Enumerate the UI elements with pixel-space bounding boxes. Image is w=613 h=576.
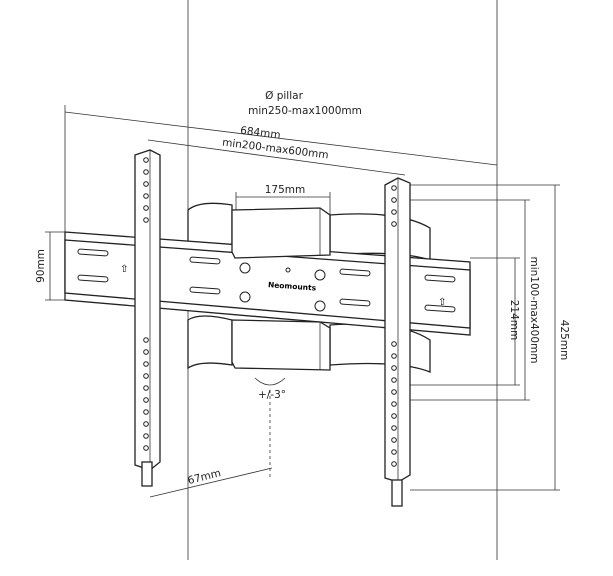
horizontal-rail: Neomounts ⇧ ⇧ (64, 231, 471, 336)
arm-hole (143, 217, 149, 223)
arm-hole (391, 401, 397, 407)
arm-hole (391, 425, 397, 431)
arm-hole (143, 409, 149, 415)
arm-hole (143, 385, 149, 391)
dimension-lines (45, 105, 560, 498)
overall-width-label: 684mm (240, 125, 282, 142)
arm-hole (391, 437, 397, 443)
arm-hole (143, 157, 149, 163)
pillar-label: Ø pillar (265, 90, 303, 102)
rail-height-label: 90mm (35, 249, 47, 283)
arm-hole (143, 373, 149, 379)
svg-text:⇧: ⇧ (438, 297, 446, 308)
arm-hole (143, 361, 149, 367)
arm-hole (391, 197, 397, 203)
tilt-label: +/-3° (258, 389, 286, 401)
arm-hole (391, 221, 397, 227)
arm-hole (391, 413, 397, 419)
arm-hole (391, 353, 397, 359)
inner-height-label: 214mm (508, 300, 520, 341)
arm-hole (143, 181, 149, 187)
arm-hole (143, 337, 149, 343)
arm-hole (143, 421, 149, 427)
arm-hole (391, 389, 397, 395)
arm-hole (143, 349, 149, 355)
vertical-arm-left (134, 149, 161, 487)
brand-logo: Neomounts (268, 280, 317, 292)
arm-hole (143, 193, 149, 199)
arm-hole (391, 341, 397, 347)
arm-hole (391, 185, 397, 191)
pillar-range-label: min250-max1000mm (248, 105, 362, 117)
arm-hole (391, 377, 397, 383)
arm-hole (391, 449, 397, 455)
arm-hole (143, 433, 149, 439)
svg-text:⇧: ⇧ (120, 264, 128, 275)
arm-hole (143, 445, 149, 451)
overall-height-label: 425mm (558, 320, 570, 361)
pillar-blocks (231, 207, 331, 371)
block-width-label: 175mm (265, 184, 306, 196)
vertical-range-label: min100-max400mm (528, 256, 540, 363)
arm-hole (391, 209, 397, 215)
arm-hole (143, 397, 149, 403)
vertical-arm-right (384, 177, 411, 507)
arm-hole (391, 365, 397, 371)
arm-hole (143, 169, 149, 175)
arm-hole (143, 205, 149, 211)
arm-hole (391, 461, 397, 467)
